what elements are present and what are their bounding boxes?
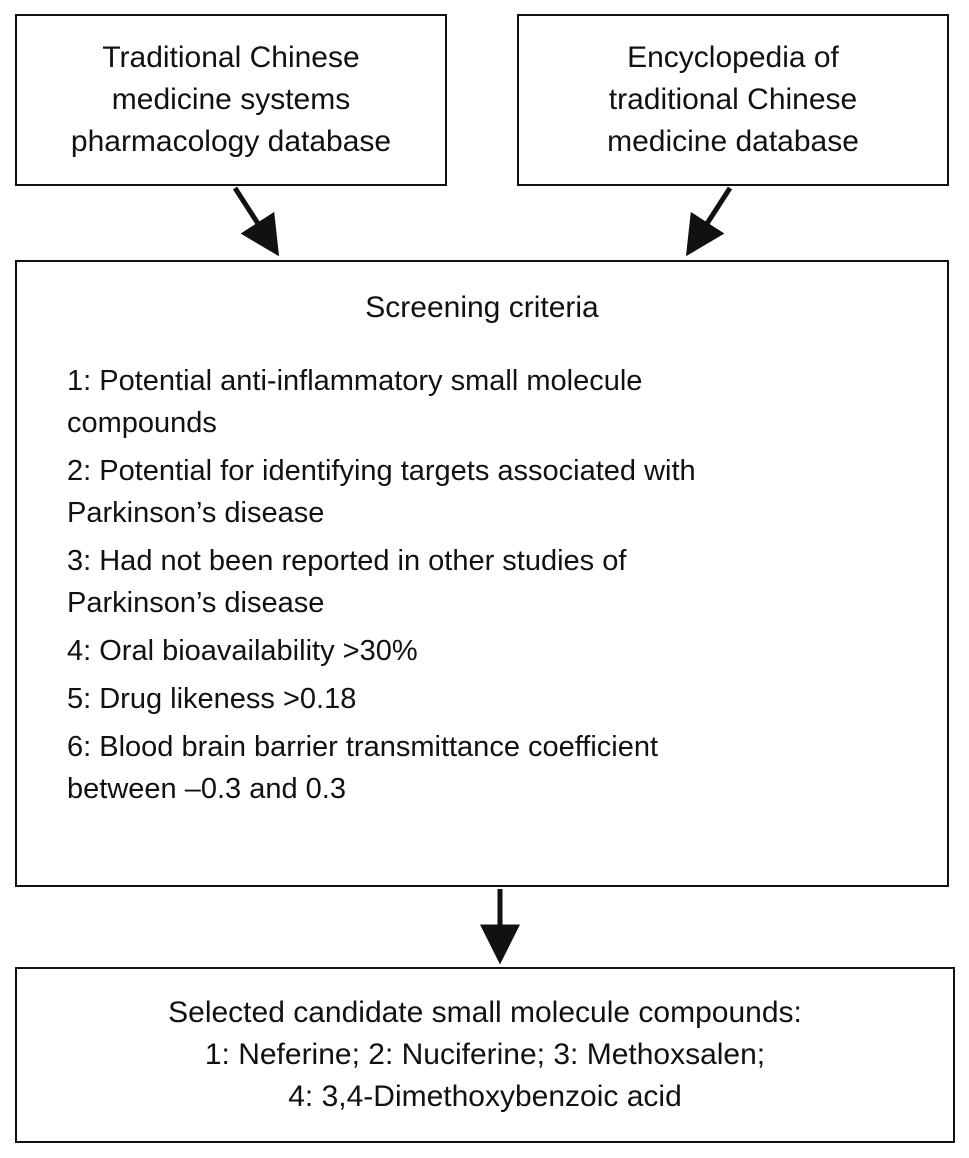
criterion-2: 2: Potential for identifying targets ass… [67,450,927,534]
criterion-6-line-2: between –0.3 and 0.3 [67,773,346,805]
criterion-3-line-1: 3: Had not been reported in other studie… [67,545,627,577]
source-box-etcm: Encyclopedia of traditional Chinese medi… [517,14,949,186]
criterion-4: 4: Oral bioavailability >30% [67,630,927,672]
criterion-3: 3: Had not been reported in other studie… [67,540,927,624]
criterion-3-line-2: Parkinson’s disease [67,587,325,619]
source-a-line-2: medicine systems [111,83,351,116]
criteria-title: Screening criteria [365,291,599,324]
arrow-source-b-to-criteria [685,186,733,257]
source-a-line-1: Traditional Chinese [102,41,360,74]
selected-compounds-box: Selected candidate small molecule compou… [15,967,955,1143]
source-b-line-3: medicine database [607,125,859,158]
source-box-tcmsp: Traditional Chinese medicine systems pha… [15,14,447,186]
criterion-1-line-1: 1: Potential anti-inflammatory small mol… [67,365,643,397]
criterion-4-line-1: 4: Oral bioavailability >30% [67,635,418,667]
arrow-source-a-to-criteria [232,186,280,257]
source-b-line-2: traditional Chinese [608,83,858,116]
criterion-5: 5: Drug likeness >0.18 [67,678,927,720]
criterion-6: 6: Blood brain barrier transmittance coe… [67,726,927,810]
source-b-line-1: Encyclopedia of [627,41,839,74]
criteria-list: 1: Potential anti-inflammatory small mol… [67,360,927,816]
result-line-2: 1: Neferine; 2: Nuciferine; 3: Methoxsal… [204,1038,766,1071]
criterion-2-line-1: 2: Potential for identifying targets ass… [67,455,696,487]
result-line-3: 4: 3,4-Dimethoxybenzoic acid [288,1080,682,1113]
criterion-6-line-1: 6: Blood brain barrier transmittance coe… [67,731,659,763]
screening-criteria-box: Screening criteria 1: Potential anti-inf… [15,260,949,887]
criterion-2-line-2: Parkinson’s disease [67,497,325,529]
criterion-1: 1: Potential anti-inflammatory small mol… [67,360,927,444]
source-a-line-3: pharmacology database [70,125,392,158]
result-line-1: Selected candidate small molecule compou… [168,996,802,1029]
criterion-1-line-2: compounds [67,407,217,439]
criterion-5-line-1: 5: Drug likeness >0.18 [67,683,357,715]
